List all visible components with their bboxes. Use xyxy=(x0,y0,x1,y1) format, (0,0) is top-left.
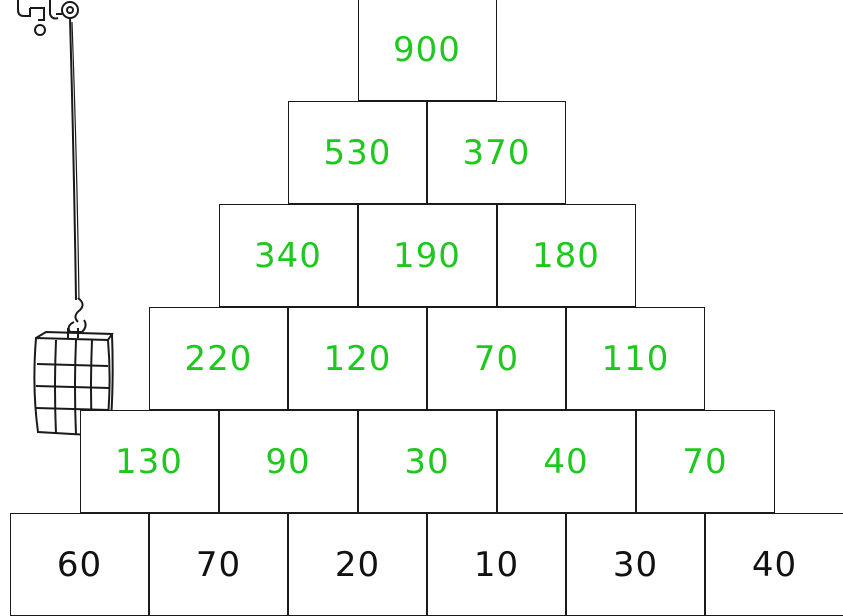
solved-brick: 180 xyxy=(497,204,636,307)
base-brick: 10 xyxy=(427,513,566,616)
solved-brick: 530 xyxy=(288,101,427,204)
solved-brick: 220 xyxy=(149,307,288,410)
solved-brick: 340 xyxy=(219,204,358,307)
base-brick: 30 xyxy=(566,513,705,616)
base-brick: 20 xyxy=(288,513,427,616)
solved-brick: 130 xyxy=(80,410,219,513)
base-brick: 40 xyxy=(705,513,843,616)
solved-brick: 190 xyxy=(358,204,497,307)
solved-brick: 70 xyxy=(427,307,566,410)
base-brick: 60 xyxy=(10,513,149,616)
solved-brick: 900 xyxy=(358,0,497,101)
solved-brick: 40 xyxy=(497,410,636,513)
solved-brick: 90 xyxy=(219,410,358,513)
solved-brick: 110 xyxy=(566,307,705,410)
solved-brick: 120 xyxy=(288,307,427,410)
solved-brick: 370 xyxy=(427,101,566,204)
base-brick: 70 xyxy=(149,513,288,616)
solved-brick: 30 xyxy=(358,410,497,513)
solved-brick: 70 xyxy=(636,410,775,513)
